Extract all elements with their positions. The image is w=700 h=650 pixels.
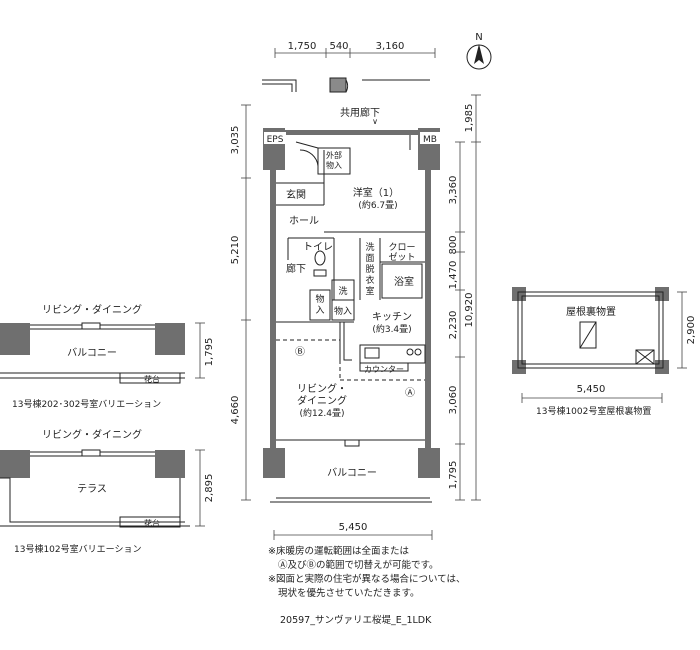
variation-102-plan (0, 449, 205, 528)
balcony-label: バルコニー (327, 467, 377, 479)
kitchen-label: キッチン (372, 311, 412, 323)
kitchen-size: (約3.4畳) (372, 323, 411, 335)
western-room-size: (約6.7畳) (358, 199, 397, 211)
var202-caption: 13号棟202･302号室バリエーション (12, 400, 162, 410)
var102-dim: 2,895 (204, 474, 215, 503)
dim-left-2: 5,210 (230, 236, 241, 265)
left-dimension-line (241, 104, 251, 501)
washroom-label-2: 面 (365, 253, 374, 264)
dim-right-3: 1,470 (448, 261, 459, 290)
dim-right-5: 3,060 (448, 386, 459, 415)
western-room-label: 洋室（1） (353, 186, 399, 199)
bath-label: 浴室 (394, 275, 414, 288)
top-dimension-line (274, 48, 436, 58)
dim-right-1: 3,360 (448, 176, 459, 205)
attic-caption: 13号棟1002号室屋根裏物置 (536, 407, 652, 417)
main-plan-walls (263, 128, 440, 478)
dim-left-3: 4,660 (230, 396, 241, 425)
washroom-label-3: 脱 (365, 263, 374, 275)
var102-terrace: テラス (77, 483, 107, 495)
dim-top-1: 1,750 (288, 41, 317, 52)
dim-right-6: 1,795 (448, 461, 459, 490)
dim-right-outer-1: 1,985 (464, 104, 475, 133)
washroom-label-1: 洗 (365, 241, 374, 253)
main-plan-lines (270, 135, 432, 503)
toilet-label: トイレ (303, 242, 333, 253)
corridor-label: 共用廊下 (340, 106, 380, 119)
var202-dim: 1,795 (204, 338, 215, 367)
corridor-arrow: ∨ (372, 117, 378, 126)
attic-dim-height: 2,900 (686, 316, 697, 345)
var202-planter: 花台 (144, 374, 160, 384)
attic-label: 屋根裏物置 (566, 305, 616, 318)
dim-right-outer-2: 10,920 (464, 293, 475, 328)
dim-top-3: 3,160 (376, 41, 405, 52)
dim-right-4: 2,230 (448, 311, 459, 340)
var102-caption: 13号棟102号室バリエーション (14, 545, 142, 555)
dim-left-1: 3,035 (230, 126, 241, 155)
wash-label: 洗 (338, 285, 347, 297)
right-dimension-lines (455, 94, 481, 501)
var202-title: リビング・ダイニング (42, 303, 142, 316)
entrance-label: 玄関 (286, 188, 306, 201)
floor-heating-zone-a: Ⓐ (405, 387, 415, 399)
attic-dim-width: 5,450 (577, 384, 606, 395)
living-label-1: リビング・ (297, 382, 347, 395)
note-line-3: ※図面と実際の住宅が異なる場合については、 (268, 574, 466, 585)
outdoor-storage-label-2: 物入 (326, 160, 342, 170)
note-line-4: 現状を優先させていただきます。 (278, 588, 420, 599)
north-compass-icon: N (466, 32, 492, 70)
var102-planter: 花台 (144, 518, 160, 528)
corridor-fragments (262, 77, 430, 93)
dim-bottom: 5,450 (339, 522, 368, 533)
dim-right-2: 800 (448, 235, 459, 254)
footer-code: 20597_サンヴァリエ桜堤_E_1LDK (280, 615, 432, 626)
counter-label: カウンター (364, 365, 404, 374)
var102-title: リビング・ダイニング (42, 428, 142, 441)
living-size: (約12.4畳) (299, 407, 344, 419)
compass-label: N (475, 32, 482, 43)
attic-storage-plan (512, 287, 687, 403)
note-line-2: Ⓐ及びⒷの範囲で切替えが可能です。 (278, 560, 439, 571)
var202-balcony: バルコニー (67, 347, 117, 359)
bottom-dimension-line (273, 530, 433, 540)
closet-label-2: ゼット (388, 251, 415, 263)
variation-202-plan (0, 322, 205, 384)
mb-label: MB (423, 135, 437, 145)
mb-box (420, 132, 440, 144)
washroom-label-5: 室 (365, 285, 374, 297)
closet-label-1: クロー (388, 242, 415, 253)
storage2-label: 物入 (334, 305, 352, 317)
hall-label: ホール (289, 215, 319, 227)
storage1-label-1: 物 (315, 293, 324, 305)
washroom-label-4: 衣 (365, 274, 374, 286)
eps-box (264, 132, 286, 144)
living-label-2: ダイニング (297, 394, 347, 407)
floor-heating-zone-b: Ⓑ (295, 346, 305, 358)
note-line-1: ※床暖房の運転範囲は全面または (268, 546, 409, 557)
eps-label: EPS (267, 135, 284, 145)
storage1-label-2: 入 (315, 305, 324, 316)
hallway-label: 廊下 (286, 262, 306, 275)
dim-top-2: 540 (329, 41, 348, 52)
outdoor-storage-label-1: 外部 (326, 150, 342, 160)
